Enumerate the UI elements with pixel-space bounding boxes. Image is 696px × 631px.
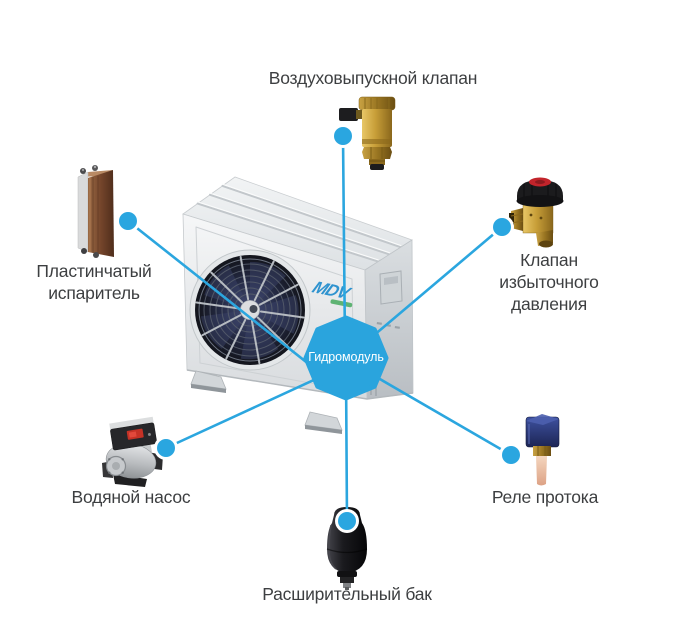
node-dot-air-vent-valve <box>331 124 355 148</box>
model-code-smudge <box>330 299 353 308</box>
air-vent-valve-image <box>339 96 396 170</box>
label-pressure-relief-valve: Клапан избыточного давления <box>499 250 599 315</box>
plate-evaporator-image <box>77 165 114 258</box>
connector-pressure-relief-valve <box>364 225 504 344</box>
connector-plate-evaporator <box>126 219 336 386</box>
node-dot-flow-switch <box>499 443 523 467</box>
connector-air-vent-valve <box>341 134 347 350</box>
top-vent-slats <box>196 183 402 263</box>
connector-flow-switch <box>364 369 513 457</box>
node-dot-pressure-relief-valve <box>490 215 514 239</box>
label-air-vent-valve: Воздуховыпускной клапан <box>268 68 478 88</box>
node-dots <box>116 124 523 533</box>
flow-switch-image <box>525 414 560 486</box>
node-dot-expansion-tank <box>335 509 359 533</box>
label-expansion-tank: Расширительный бак <box>262 584 432 604</box>
label-flow-switch: Реле протока <box>491 487 599 507</box>
node-dot-water-pump <box>154 436 178 460</box>
water-pump-image <box>102 416 163 487</box>
outdoor-unit-image: MDV <box>182 176 414 434</box>
node-dot-plate-evaporator <box>116 209 140 233</box>
unit-feet <box>190 370 343 434</box>
label-plate-evaporator: Пластинчатый испаритель <box>36 261 152 304</box>
hub-octagon <box>303 315 389 401</box>
pressure-relief-valve-image <box>509 177 564 248</box>
label-water-pump: Водяной насос <box>71 487 191 507</box>
hub-label: Гидромодуль <box>308 350 384 364</box>
